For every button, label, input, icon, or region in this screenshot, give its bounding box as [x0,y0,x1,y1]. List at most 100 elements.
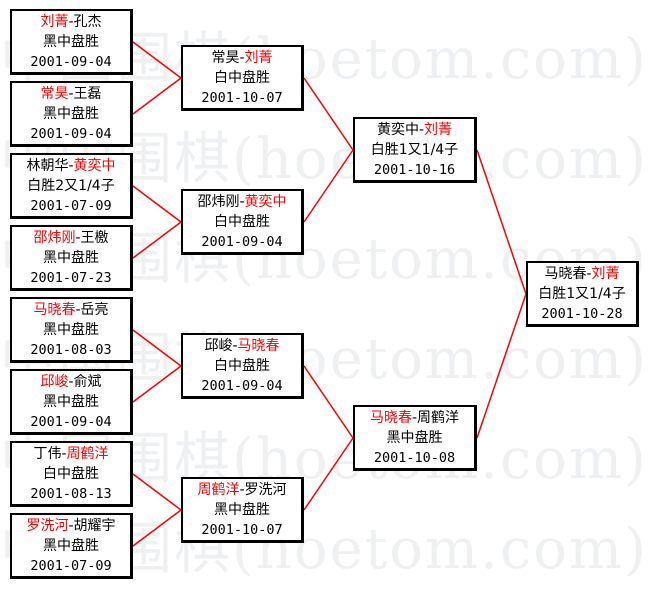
connector-line [132,41,182,79]
players-line: 周鹤洋-罗洗河 [197,480,286,500]
match-box-r1-6: 邱峻-俞斌黑中盘胜 2001-09-04 [10,369,133,435]
separator: - [239,481,245,498]
winner-name: 黄奕中 [244,193,287,210]
separator: - [232,337,238,354]
player-name: 周鹤洋 [417,409,460,426]
player-name: 俞斌 [73,373,102,390]
connector-line [132,185,182,223]
game-date: 2001-10-07 [201,89,283,106]
game-result: 黑中盘胜 [214,501,270,518]
separator: - [68,85,74,102]
game-date: 2001-09-04 [201,233,283,250]
separator: - [68,373,74,390]
game-result: 白胜2又1/4子 [27,177,115,194]
match-box-r1-5: 马晓春-岳亮黑中盘胜 2001-08-03 [10,297,133,363]
game-result: 白中盘胜 [214,69,270,86]
game-date: 2001-07-09 [30,197,112,214]
separator: - [586,265,592,282]
players-line: 刘菁-孔杰 [40,12,101,32]
players-line: 马晓春-周鹤洋 [370,408,459,428]
match-box-r1-3: 林朝华-黄奕中白胜2又1/4子 2001-07-09 [10,153,133,219]
game-date: 2001-08-13 [30,485,112,502]
game-date: 2001-09-04 [30,413,112,430]
match-box-r2-2: 邵炜刚-黄奕中白中盘胜 2001-09-04 [181,189,304,255]
player-name: 马晓春 [544,265,587,282]
players-line: 常昊-王磊 [40,84,101,104]
players-line: 罗洗河-胡耀宇 [26,516,115,536]
players-line: 马晓春-刘菁 [544,264,619,284]
winner-name: 周鹤洋 [197,481,240,498]
winner-name: 黄奕中 [73,157,116,174]
separator: - [68,13,74,30]
winner-name: 刘菁 [424,121,453,138]
game-result: 白中盘胜 [43,465,99,482]
players-line: 邱峻-俞斌 [40,372,101,392]
separator: - [411,409,418,426]
game-result: 黑中盘胜 [43,321,99,338]
winner-name: 马晓春 [237,337,280,354]
game-result: 黑中盘胜 [43,105,99,122]
winner-name: 刘菁 [244,49,273,66]
player-name: 胡耀宇 [73,517,116,534]
connector-line [303,437,354,511]
game-result: 白中盘胜 [214,357,270,374]
game-result: 黑中盘胜 [43,537,99,554]
players-line: 邵炜刚-王檄 [33,228,108,248]
separator: - [239,49,245,66]
game-date: 2001-08-03 [30,341,112,358]
player-name: 罗洗河 [244,481,287,498]
player-name: 林朝华 [26,157,69,174]
game-result: 黑中盘胜 [43,249,99,266]
connector-line [132,221,182,259]
connector-line [303,77,354,151]
players-line: 邵炜刚-黄奕中 [197,192,286,212]
game-date: 2001-10-08 [373,449,456,466]
winner-name: 周鹤洋 [66,445,109,462]
connector-line [303,365,354,439]
separator: - [75,229,81,246]
connector-line [132,77,182,115]
player-name: 岳亮 [80,301,109,318]
winner-name: 邵炜刚 [33,229,76,246]
winner-name: 罗洗河 [26,517,69,534]
game-result: 白胜1又1/4子 [538,285,626,302]
players-line: 马晓春-岳亮 [33,300,108,320]
winner-name: 刘菁 [591,265,620,282]
match-box-r1-7: 丁伟-周鹤洋白中盘胜 2001-08-13 [10,441,133,507]
separator: - [418,121,425,138]
game-result: 白胜1又1/4子 [370,141,459,158]
winner-name: 马晓春 [33,301,76,318]
connector-line [132,365,182,403]
players-line: 邱峻-马晓春 [204,336,279,356]
player-name: 常昊 [211,49,240,66]
connector-line [476,293,527,439]
connector-line [132,509,182,547]
game-date: 2001-07-23 [30,269,112,286]
connector-line [303,149,354,223]
player-name: 王磊 [73,85,102,102]
game-date: 2001-10-28 [541,305,623,322]
player-name: 王檄 [80,229,109,246]
connector-line [132,329,182,367]
game-result: 白中盘胜 [214,213,270,230]
separator: - [61,445,67,462]
separator: - [68,157,74,174]
players-line: 常昊-刘菁 [211,48,272,68]
separator: - [68,517,74,534]
player-name: 邵炜刚 [197,193,240,210]
game-date: 2001-10-07 [201,521,283,538]
players-line: 丁伟-周鹤洋 [33,444,108,464]
connector-line [132,473,182,511]
winner-name: 刘菁 [40,13,69,30]
winner-name: 常昊 [40,85,69,102]
game-result: 黑中盘胜 [43,393,99,410]
players-line: 黄奕中-刘菁 [377,120,452,140]
match-box-r3-2: 马晓春-周鹤洋黑中盘胜 2001-10-08 [353,405,477,471]
game-result: 黑中盘胜 [386,429,443,446]
